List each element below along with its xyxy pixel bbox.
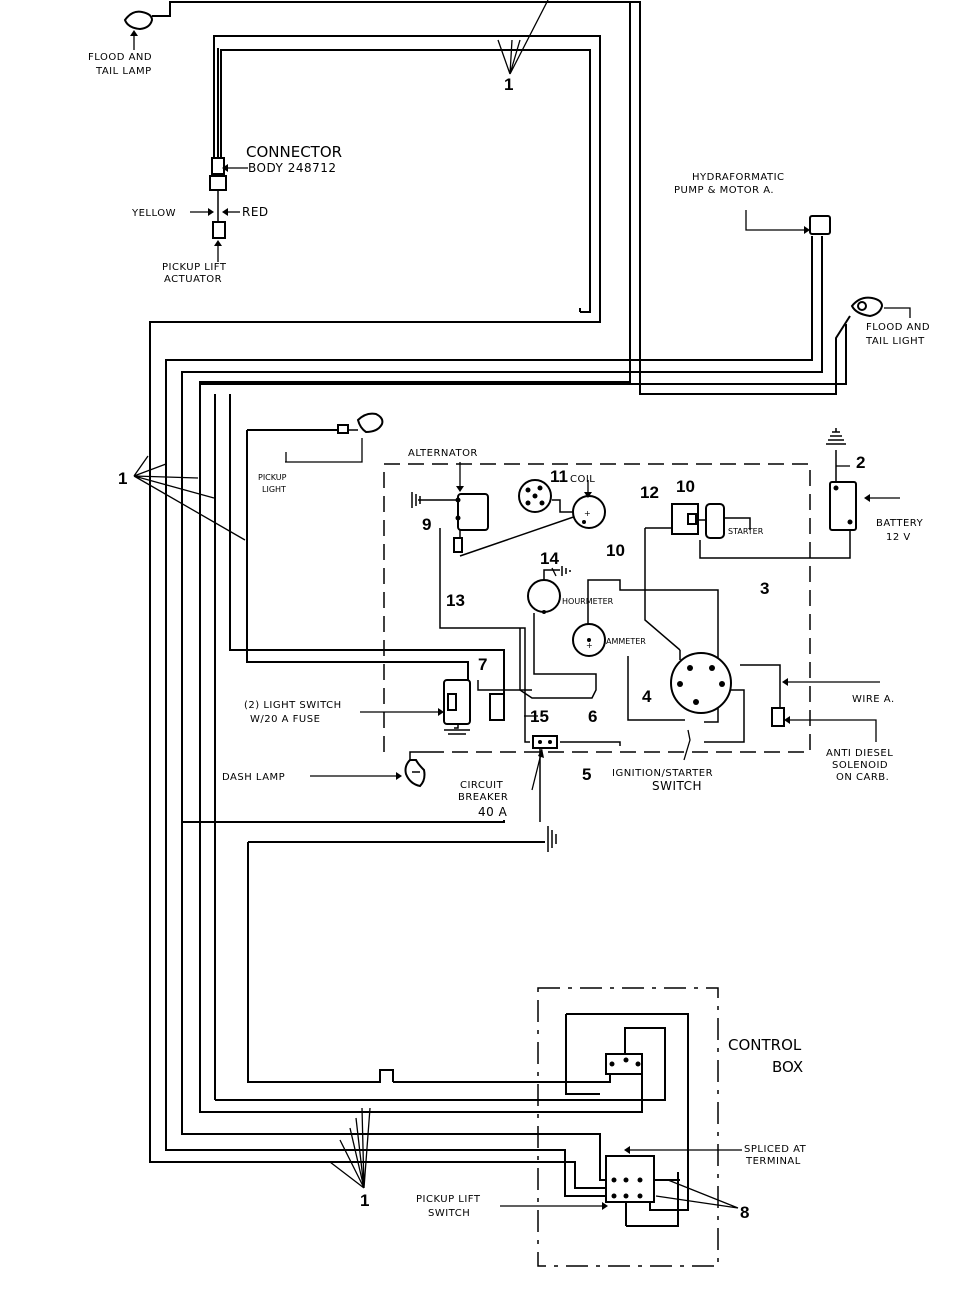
- wire-harness: [149, 1, 851, 1227]
- spliced-label-1: SPLICED AT: [744, 1144, 807, 1155]
- connector-body-icon: [190, 157, 248, 262]
- callout-1-left: 1: [118, 469, 127, 488]
- callout-14: 14: [540, 549, 559, 568]
- callout-10-a: 10: [676, 477, 695, 496]
- flood-tail-lamp-label-2: TAIL LAMP: [95, 66, 152, 77]
- hydraformatic-label-2: PUMP & MOTOR A.: [674, 185, 774, 196]
- dash-lamp-icon: [310, 759, 426, 788]
- flood-tail-light-label-1: FLOOD AND: [866, 322, 930, 333]
- svg-text:+: +: [586, 641, 593, 650]
- circuit-breaker-label-3: 40 A: [478, 805, 508, 819]
- callout-2: 2: [856, 453, 865, 472]
- light-switch-label-2: W/20 A FUSE: [250, 714, 320, 725]
- callout-1-leaders: [133, 0, 739, 1209]
- ignition-starter-label-2: SWITCH: [652, 779, 702, 793]
- anti-diesel-label-2: SOLENOID: [832, 760, 888, 771]
- flood-tail-lamp-label-1: FLOOD AND: [88, 52, 152, 63]
- pickup-lift-actuator-label-1: PICKUP LIFT: [162, 262, 227, 273]
- ammeter-label: AMMETER: [606, 637, 646, 646]
- flood-tail-light-label-2: TAIL LIGHT: [865, 336, 925, 347]
- control-box-label-1: CONTROL: [728, 1036, 802, 1054]
- light-switch-icon: [360, 679, 505, 735]
- battery-icon: [826, 428, 900, 531]
- control-box-label-2: BOX: [772, 1058, 803, 1076]
- callout-3: 3: [760, 579, 769, 598]
- red-label: RED: [242, 205, 269, 219]
- ignition-starter-label-1: IGNITION/STARTER: [612, 768, 713, 779]
- coil-distributor-icon: +: [518, 479, 606, 529]
- battery-label-1: BATTERY: [876, 518, 924, 529]
- callout-13: 13: [446, 591, 465, 610]
- callout-10-b: 10: [606, 541, 625, 560]
- circuit-breaker-icon: [531, 735, 558, 791]
- alternator-label: ALTERNATOR: [408, 448, 478, 459]
- callout-15: 15: [530, 707, 549, 726]
- pickup-lift-switch-label-1: PICKUP LIFT: [416, 1194, 481, 1205]
- hydraformatic-pump-icon: [745, 210, 831, 235]
- connector-body-label-2: BODY 248712: [248, 161, 337, 175]
- callout-1-top: 1: [504, 75, 513, 94]
- circuit-breaker-label-1: CIRCUIT: [460, 780, 504, 791]
- connector-body-label-1: CONNECTOR: [246, 143, 342, 161]
- hourmeter-label: HOURMETER: [562, 597, 614, 606]
- coil-label: COIL: [570, 474, 595, 485]
- callout-4: 4: [642, 687, 652, 706]
- anti-diesel-label-3: ON CARB.: [836, 772, 889, 783]
- dash-lamp-label: DASH LAMP: [222, 772, 285, 783]
- starter-label: STARTER: [728, 527, 764, 536]
- pickup-lift-actuator-label-2: ACTUATOR: [164, 274, 222, 285]
- wire-a-label: WIRE A.: [852, 694, 895, 705]
- starter-icon: [671, 503, 751, 539]
- circuit-breaker-label-2: BREAKER: [458, 792, 508, 803]
- spliced-label-2: TERMINAL: [745, 1156, 801, 1167]
- callout-1-bottom: 1: [360, 1191, 369, 1210]
- hydraformatic-label-1: HYDRAFORMATIC: [692, 172, 785, 183]
- alternator-icon: [411, 462, 489, 553]
- ammeter-icon: +: [572, 623, 606, 657]
- anti-diesel-label-1: ANTI DIESEL: [826, 748, 893, 759]
- callout-5: 5: [582, 765, 591, 784]
- pickup-lift-switch-label-2: SWITCH: [428, 1208, 470, 1219]
- anti-diesel-solenoid-icon: [771, 678, 880, 742]
- callout-12: 12: [640, 483, 659, 502]
- flood-tail-lamp-icon: [123, 10, 154, 50]
- pickup-light-label-1: PICKUP: [258, 473, 287, 482]
- pickup-light-label-2: LIGHT: [262, 485, 286, 494]
- battery-label-2: 12 V: [886, 532, 911, 543]
- callout-6: 6: [588, 707, 597, 726]
- pickup-light-icon: [285, 412, 384, 463]
- light-switch-label-1: (2) LIGHT SWITCH: [244, 700, 342, 711]
- callout-9: 9: [422, 515, 431, 534]
- flood-tail-light-icon: [850, 296, 911, 318]
- ignition-switch-icon: [670, 650, 732, 714]
- callout-11: 11: [550, 467, 568, 486]
- svg-text:+: +: [584, 509, 591, 518]
- callout-7: 7: [478, 655, 487, 674]
- control-box: [500, 987, 742, 1267]
- hourmeter-icon: [527, 566, 571, 614]
- ground-icon: [547, 826, 557, 852]
- yellow-label: YELLOW: [131, 208, 176, 219]
- callout-8: 8: [740, 1203, 749, 1222]
